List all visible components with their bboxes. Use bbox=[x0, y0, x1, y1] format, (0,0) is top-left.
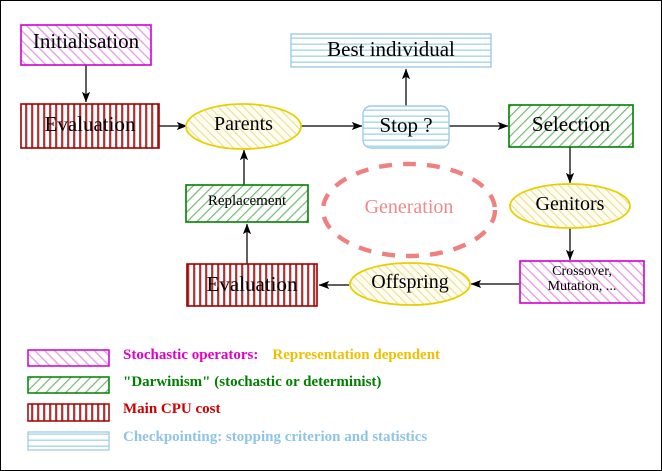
legend-swatch-blue-horiz bbox=[27, 431, 110, 451]
node-best-individual bbox=[290, 33, 492, 68]
legend-seg-representation-dependent: Representation dependent bbox=[272, 347, 441, 363]
legend-seg-darwinism: "Darwinism" (stochastic or determinist) bbox=[123, 374, 382, 390]
node-evaluation-bottom bbox=[186, 263, 318, 307]
node-genitors bbox=[509, 183, 631, 229]
node-replacement bbox=[185, 184, 309, 223]
legend-seg-checkpointing: Checkpointing: stopping criterion and st… bbox=[123, 429, 428, 445]
node-crossover bbox=[519, 260, 645, 304]
legend-swatch-red-vert bbox=[27, 403, 110, 422]
node-generation bbox=[320, 161, 498, 259]
legend-label-cpu: Main CPU cost bbox=[123, 401, 221, 418]
node-stop bbox=[362, 105, 450, 149]
legend-label-checkpointing: Checkpointing: stopping criterion and st… bbox=[123, 429, 427, 446]
legend-label-stochastic: Stochastic operators: Representation depe… bbox=[123, 347, 440, 364]
node-selection bbox=[508, 104, 634, 148]
node-parents bbox=[185, 103, 302, 150]
node-offspring bbox=[349, 262, 471, 306]
node-evaluation-top bbox=[20, 103, 160, 149]
legend-label-darwinism: "Darwinism" (stochastic or determinist) bbox=[123, 374, 381, 391]
legend-seg-stochastic-operators: Stochastic operators: bbox=[123, 347, 259, 363]
node-initialisation bbox=[20, 24, 152, 66]
legend-seg-main-cpu-cost: Main CPU cost bbox=[123, 401, 221, 417]
legend-swatch-green-diag bbox=[27, 376, 110, 394]
legend-swatch-magenta-diag bbox=[27, 349, 110, 367]
